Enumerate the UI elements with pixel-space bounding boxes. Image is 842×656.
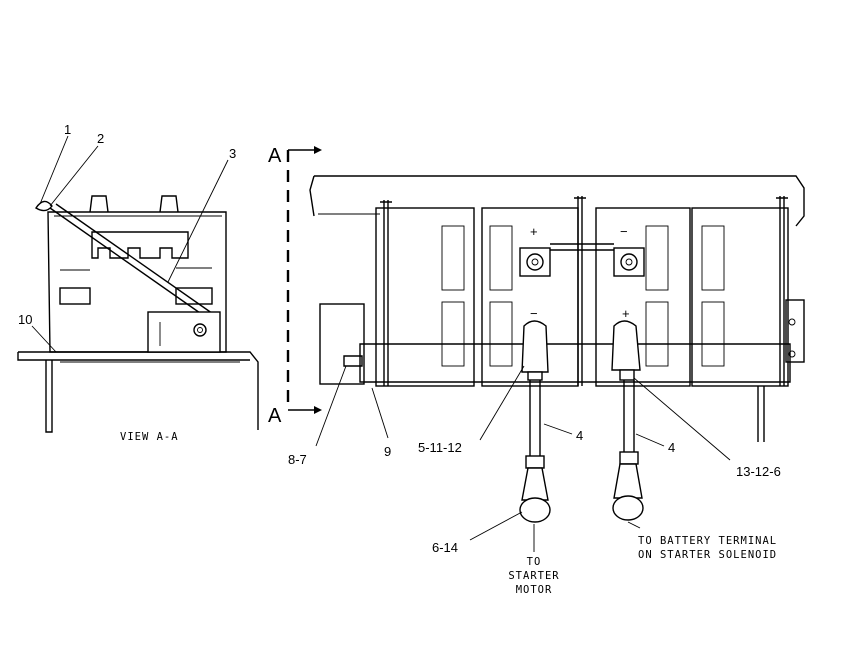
callout-5-11-12: 5-11-12 (418, 440, 462, 455)
section-marker-top: A (268, 145, 282, 167)
callout-13-12-6: 13-12-6 (736, 464, 781, 479)
view-label: VIEW A-A (120, 431, 179, 443)
callout-4-right: 4 (668, 440, 675, 455)
side-view-a-a (17, 195, 259, 433)
note-battery-terminal: TO BATTERY TERMINAL (638, 535, 777, 547)
callout-3: 3 (229, 146, 236, 161)
plus-mark-2: + (622, 306, 630, 321)
section-marker-bottom: A (268, 405, 282, 427)
leaders-right (315, 365, 731, 552)
battery-4 (691, 207, 789, 387)
battery-3 (595, 207, 691, 387)
callout-2: 2 (97, 131, 104, 146)
battery-1 (375, 207, 475, 387)
callout-1: 1 (64, 122, 71, 137)
callout-9: 9 (384, 444, 391, 459)
note-starter-solenoid: ON STARTER SOLENOID (638, 549, 777, 561)
callout-10: 10 (18, 312, 32, 327)
top-view (309, 175, 805, 442)
section-line (286, 146, 322, 414)
callout-8-7: 8-7 (288, 452, 307, 467)
note-starter: STARTER (508, 570, 559, 582)
minus-mark-1: − (620, 224, 628, 239)
callout-6-14: 6-14 (432, 540, 458, 555)
base-platform (18, 351, 259, 430)
plus-mark-1: + (530, 224, 538, 239)
callout-4-left: 4 (576, 428, 583, 443)
note-motor: MOTOR (516, 584, 553, 596)
cable-solenoid (611, 320, 644, 521)
leaders-left (31, 135, 229, 353)
cable-starter-motor (519, 320, 551, 523)
note-to: TO (527, 556, 542, 568)
minus-mark-2: − (530, 306, 538, 321)
battery-side (47, 211, 227, 353)
